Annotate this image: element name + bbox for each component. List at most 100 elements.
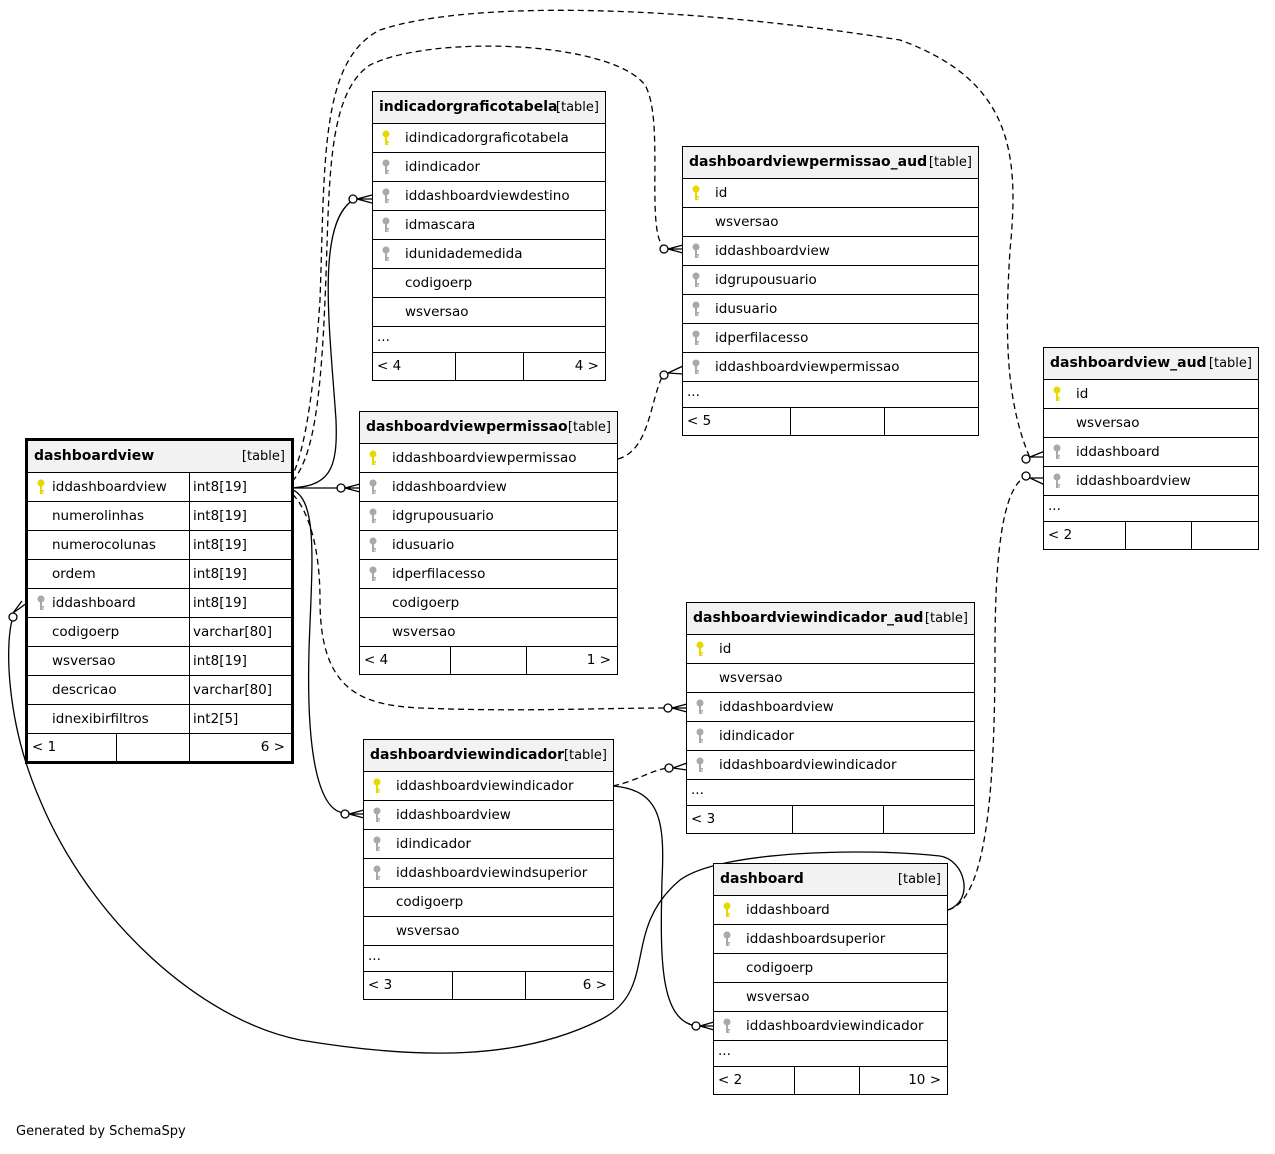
- column-row[interactable]: idindicador: [364, 830, 613, 859]
- column-row[interactable]: iddashboardview: [1044, 467, 1258, 496]
- table-header[interactable]: dashboardviewpermissao_aud[table]: [683, 147, 978, 179]
- foreign-key-icon: [372, 807, 382, 823]
- more-columns-row[interactable]: ...: [373, 327, 605, 353]
- more-columns-row[interactable]: ...: [1044, 496, 1258, 522]
- table-header[interactable]: dashboardviewindicador_aud[table]: [687, 603, 974, 635]
- column-row[interactable]: iddashboardviewdestino: [373, 182, 605, 211]
- column-row[interactable]: codigoerp: [364, 888, 613, 917]
- table-dashboardviewpermissao[interactable]: dashboardviewpermissao[table]iddashboard…: [359, 411, 618, 675]
- column-row[interactable]: wsversao: [687, 664, 974, 693]
- column-row[interactable]: iddashboardsuperior: [714, 925, 947, 954]
- column-row[interactable]: iddashboardview: [687, 693, 974, 722]
- column-row[interactable]: codigoerp: [360, 589, 617, 618]
- parents-count[interactable]: < 1: [28, 734, 116, 761]
- fk-marker-dashboardview-iddashboard: [8, 600, 28, 622]
- column-row[interactable]: iddashboardviewindsuperior: [364, 859, 613, 888]
- column-row[interactable]: idusuario: [683, 295, 978, 324]
- column-row[interactable]: idperfilacesso: [683, 324, 978, 353]
- foreign-key-icon: [1052, 444, 1062, 460]
- column-row[interactable]: idindicadorgraficotabela: [373, 124, 605, 153]
- table-header[interactable]: dashboardviewpermissao[table]: [360, 412, 617, 444]
- column-row[interactable]: idperfilacesso: [360, 560, 617, 589]
- column-row[interactable]: wsversao: [360, 618, 617, 647]
- column-row[interactable]: idgrupousuario: [360, 502, 617, 531]
- column-row[interactable]: codigoerp: [373, 269, 605, 298]
- more-columns-row[interactable]: ...: [364, 946, 613, 972]
- column-row[interactable]: idgrupousuario: [683, 266, 978, 295]
- column-row[interactable]: iddashboardview: [364, 801, 613, 830]
- children-count[interactable]: [1191, 522, 1258, 549]
- more-columns-row[interactable]: ...: [714, 1041, 947, 1067]
- more-columns-row[interactable]: ...: [687, 780, 974, 806]
- column-name: idnexibirfiltros: [52, 711, 149, 727]
- table-header[interactable]: indicadorgraficotabela[table]: [373, 92, 605, 124]
- column-row[interactable]: id: [683, 179, 978, 208]
- children-count[interactable]: [883, 806, 974, 833]
- column-row[interactable]: iddashboardviewindicador: [714, 1012, 947, 1041]
- children-count[interactable]: 1 >: [526, 647, 617, 674]
- column-row[interactable]: iddashboard: [1044, 438, 1258, 467]
- parents-count[interactable]: < 3: [687, 806, 792, 833]
- column-name: idgrupousuario: [392, 508, 494, 524]
- column-row[interactable]: idindicador: [373, 153, 605, 182]
- column-name: iddashboard: [1076, 444, 1160, 460]
- table-indicadorgraficotabela[interactable]: indicadorgraficotabela[table]idindicador…: [372, 91, 606, 381]
- column-row[interactable]: id: [1044, 380, 1258, 409]
- children-count[interactable]: [884, 408, 978, 435]
- table-dashboardviewindicador[interactable]: dashboardviewindicador[table]iddashboard…: [363, 739, 614, 1000]
- more-columns-row[interactable]: ...: [683, 382, 978, 408]
- column-row[interactable]: iddashboardviewindicador: [364, 772, 613, 801]
- primary-key-icon: [691, 185, 701, 201]
- column-row[interactable]: wsversao: [714, 983, 947, 1012]
- children-count[interactable]: 4 >: [523, 353, 605, 380]
- column-row[interactable]: idunidademedida: [373, 240, 605, 269]
- column-row[interactable]: iddashboard: [714, 896, 947, 925]
- column-row[interactable]: idusuario: [360, 531, 617, 560]
- children-count[interactable]: 6 >: [189, 734, 291, 761]
- parents-count[interactable]: < 5: [683, 408, 790, 435]
- column-divider: [189, 588, 190, 618]
- parents-count[interactable]: < 4: [360, 647, 450, 674]
- table-header[interactable]: dashboardviewindicador[table]: [364, 740, 613, 772]
- column-row[interactable]: iddashboardviewpermissao: [360, 444, 617, 473]
- parents-count-label: < 3: [368, 977, 393, 993]
- column-row[interactable]: codigoerp: [714, 954, 947, 983]
- parents-count[interactable]: < 2: [714, 1067, 794, 1094]
- parents-count[interactable]: < 2: [1044, 522, 1125, 549]
- children-count[interactable]: 6 >: [525, 972, 613, 999]
- table-header[interactable]: dashboardview[table]: [28, 441, 291, 473]
- column-row[interactable]: id: [687, 635, 974, 664]
- column-row[interactable]: iddashboardviewpermissao: [683, 353, 978, 382]
- table-header[interactable]: dashboardview_aud[table]: [1044, 348, 1258, 380]
- table-header[interactable]: dashboard[table]: [714, 864, 947, 896]
- parents-count[interactable]: < 3: [364, 972, 452, 999]
- column-row[interactable]: iddashboardviewindicador: [687, 751, 974, 780]
- column-row[interactable]: iddashboardview: [360, 473, 617, 502]
- column-row[interactable]: iddashboardview: [683, 237, 978, 266]
- column-row[interactable]: idindicador: [687, 722, 974, 751]
- foreign-key-icon: [381, 159, 391, 175]
- parents-count[interactable]: < 4: [373, 353, 455, 380]
- column-row[interactable]: idmascara: [373, 211, 605, 240]
- column-row[interactable]: wsversao: [373, 298, 605, 327]
- column-name: idgrupousuario: [715, 272, 817, 288]
- generated-by-note: Generated by SchemaSpy: [16, 1124, 186, 1139]
- column-row[interactable]: wsversao: [1044, 409, 1258, 438]
- children-count[interactable]: 10 >: [859, 1067, 947, 1094]
- column-row[interactable]: wsversao: [683, 208, 978, 237]
- column-row[interactable]: wsversao: [364, 917, 613, 946]
